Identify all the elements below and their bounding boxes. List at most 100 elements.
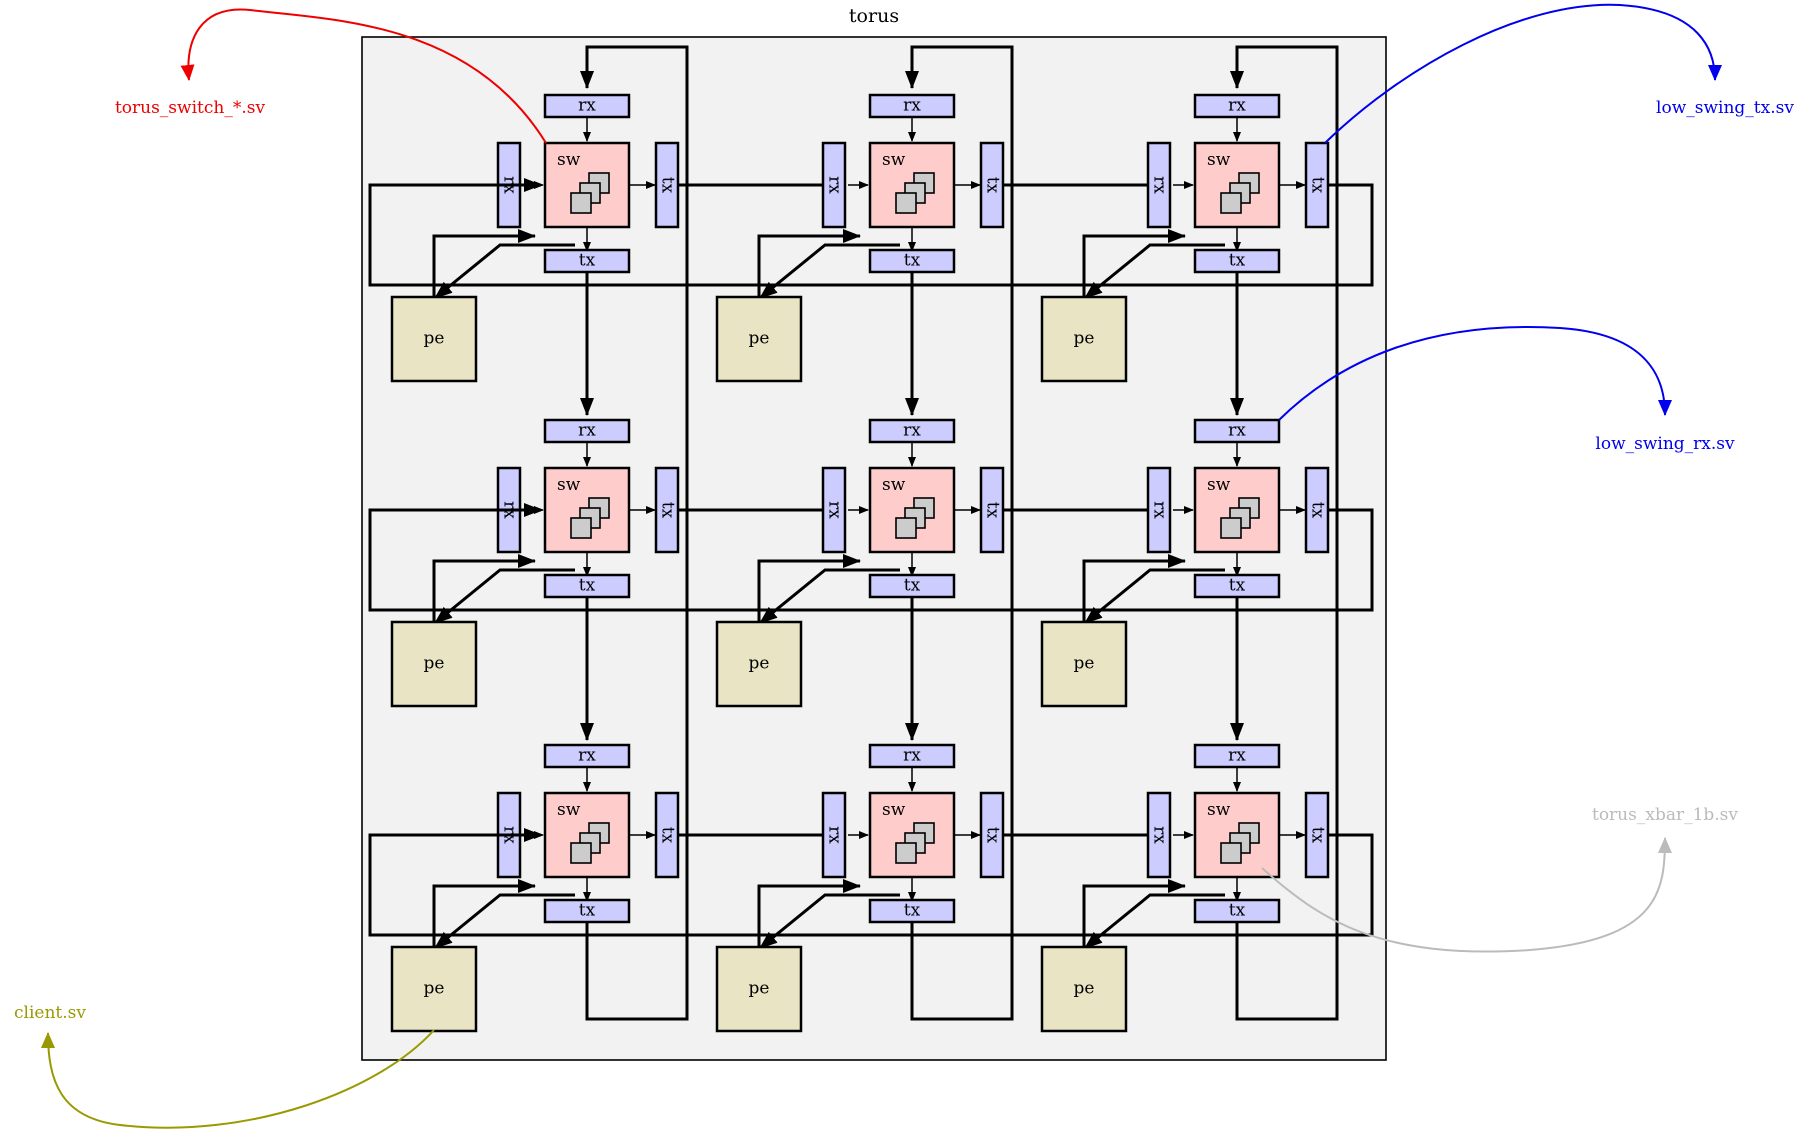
wire-pe-out-r0c1: [759, 243, 900, 300]
rx-left-label-r2c2: rx: [1150, 826, 1170, 844]
rx-top-port-r1c2: [1193, 418, 1281, 444]
pe-r2c1: [715, 945, 803, 1033]
tx-bottom-port-r0c1: [868, 248, 956, 274]
tx-bottom-label-r0c0: tx: [579, 251, 596, 271]
rx-top-label-r0c1: rx: [903, 96, 921, 116]
xbar-icon-r1c2-2: [1220, 517, 1242, 539]
rx-top-port-r2c2: [1193, 743, 1281, 769]
tx-right-label-r0c2: tx: [1308, 177, 1328, 194]
switch-label-r0c2: sw: [1207, 150, 1231, 170]
rx-top-port-r1c0: [543, 418, 631, 444]
tx-right-port-r0c1: [979, 141, 1005, 229]
wire-pe-in-r0c0: [432, 229, 536, 297]
pe-label-r1c0: pe: [424, 654, 445, 674]
rx-top-label-r1c0: rx: [578, 421, 596, 441]
callout-rx: low_swing_rx.sv: [1278, 326, 1735, 454]
tx-right-port-r1c0: [654, 466, 680, 554]
switch-label-r1c2: sw: [1207, 475, 1231, 495]
link-wrap-south-r2c0: [580, 45, 689, 1021]
xbar-icon-r0c1-2: [895, 192, 917, 214]
tx-bottom-port-r0c0: [543, 248, 631, 274]
tx-bottom-label-r0c2: tx: [1229, 251, 1246, 271]
tx-bottom-label-r2c0: tx: [579, 901, 596, 921]
pe-label-r1c2: pe: [1074, 654, 1095, 674]
rx-top-label-r1c1: rx: [903, 421, 921, 441]
rx-left-port-r2c1: [821, 791, 847, 879]
wire-pe-in-r1c1: [757, 554, 861, 622]
tx-bottom-label-r1c1: tx: [904, 576, 921, 596]
callout-client-label: client.sv: [14, 1003, 86, 1023]
tx-bottom-port-r1c1: [868, 573, 956, 599]
tx-right-label-r2c0: tx: [658, 827, 678, 844]
tx-bottom-port-r1c2: [1193, 573, 1281, 599]
torus-cells: rx tx rx tx sw pe rx tx rx tx sw pe rx tx rx tx sw pe rx tx…: [368, 45, 1374, 1033]
tx-bottom-label-r1c0: tx: [579, 576, 596, 596]
tx-right-label-r1c0: tx: [658, 502, 678, 519]
pe-r0c2: [1040, 295, 1128, 383]
link-wrap-south-r2c1: [905, 45, 1014, 1021]
rx-left-port-r0c1: [821, 141, 847, 229]
tx-right-label-r2c2: tx: [1308, 827, 1328, 844]
pe-label-r0c1: pe: [749, 329, 770, 349]
tx-right-port-r0c2: [1304, 141, 1330, 229]
tx-right-port-r2c2: [1304, 791, 1330, 879]
rx-top-port-r0c0: [543, 93, 631, 119]
wire-pe-out-r1c1: [759, 568, 900, 625]
xbar-icon-r2c2-2: [1220, 842, 1242, 864]
tx-right-port-r1c1: [979, 466, 1005, 554]
callout-tx-label: low_swing_tx.sv: [1656, 98, 1794, 118]
tx-right-label-r2c1: tx: [983, 827, 1003, 844]
tx-right-port-r0c0: [654, 141, 680, 229]
callout-xbar: torus_xbar_1b.sv: [1261, 805, 1738, 953]
rx-top-port-r2c1: [868, 743, 956, 769]
rx-left-label-r0c1: rx: [825, 176, 845, 194]
rx-top-port-r2c0: [543, 743, 631, 769]
wire-pe-in-r2c2: [1082, 879, 1186, 947]
tx-bottom-port-r0c2: [1193, 248, 1281, 274]
callout-client: client.sv: [14, 1003, 435, 1129]
xbar-icon-r2c1-2: [895, 842, 917, 864]
switch-label-r1c0: sw: [557, 475, 581, 495]
rx-top-label-r0c2: rx: [1228, 96, 1246, 116]
callout-switch: torus_switch_*.sv: [115, 8, 547, 144]
xbar-icon-r1c1-2: [895, 517, 917, 539]
tx-bottom-port-r2c2: [1193, 898, 1281, 924]
link-wrap-south-r2c2: [1230, 45, 1339, 1021]
wire-pe-out-r2c1: [759, 893, 900, 950]
wire-pe-out-r1c2: [1084, 568, 1225, 625]
switch-label-r0c1: sw: [882, 150, 906, 170]
tx-right-label-r1c2: tx: [1308, 502, 1328, 519]
rx-top-label-r2c2: rx: [1228, 746, 1246, 766]
xbar-icon-r0c2-2: [1220, 192, 1242, 214]
xbar-icon-r0c0-2: [570, 192, 592, 214]
switch-label-r1c1: sw: [882, 475, 906, 495]
tx-right-port-r1c2: [1304, 466, 1330, 554]
tx-bottom-label-r1c2: tx: [1229, 576, 1246, 596]
tx-right-label-r0c0: tx: [658, 177, 678, 194]
pe-r0c0: [390, 295, 478, 383]
rx-top-label-r0c0: rx: [578, 96, 596, 116]
wire-pe-out-r2c0: [434, 893, 575, 950]
rx-left-port-r2c2: [1146, 791, 1172, 879]
callout-rx-label: low_swing_rx.sv: [1595, 434, 1735, 454]
pe-label-r0c0: pe: [424, 329, 445, 349]
rx-left-label-r1c2: rx: [1150, 501, 1170, 519]
rx-top-label-r2c0: rx: [578, 746, 596, 766]
pe-r2c2: [1040, 945, 1128, 1033]
rx-left-port-r1c1: [821, 466, 847, 554]
switch-label-r2c2: sw: [1207, 800, 1231, 820]
tx-right-port-r2c1: [979, 791, 1005, 879]
wire-pe-in-r0c2: [1082, 229, 1186, 297]
wire-pe-out-r2c2: [1084, 893, 1225, 950]
wire-pe-in-r1c2: [1082, 554, 1186, 622]
wire-pe-in-r1c0: [432, 554, 536, 622]
switch-label-r0c0: sw: [557, 150, 581, 170]
pe-label-r2c1: pe: [749, 979, 770, 999]
switch-label-r2c0: sw: [557, 800, 581, 820]
rx-top-port-r0c2: [1193, 93, 1281, 119]
tx-bottom-port-r2c0: [543, 898, 631, 924]
tx-bottom-port-r2c1: [868, 898, 956, 924]
callout-xbar-label: torus_xbar_1b.sv: [1592, 805, 1738, 825]
wire-pe-in-r2c0: [432, 879, 536, 947]
